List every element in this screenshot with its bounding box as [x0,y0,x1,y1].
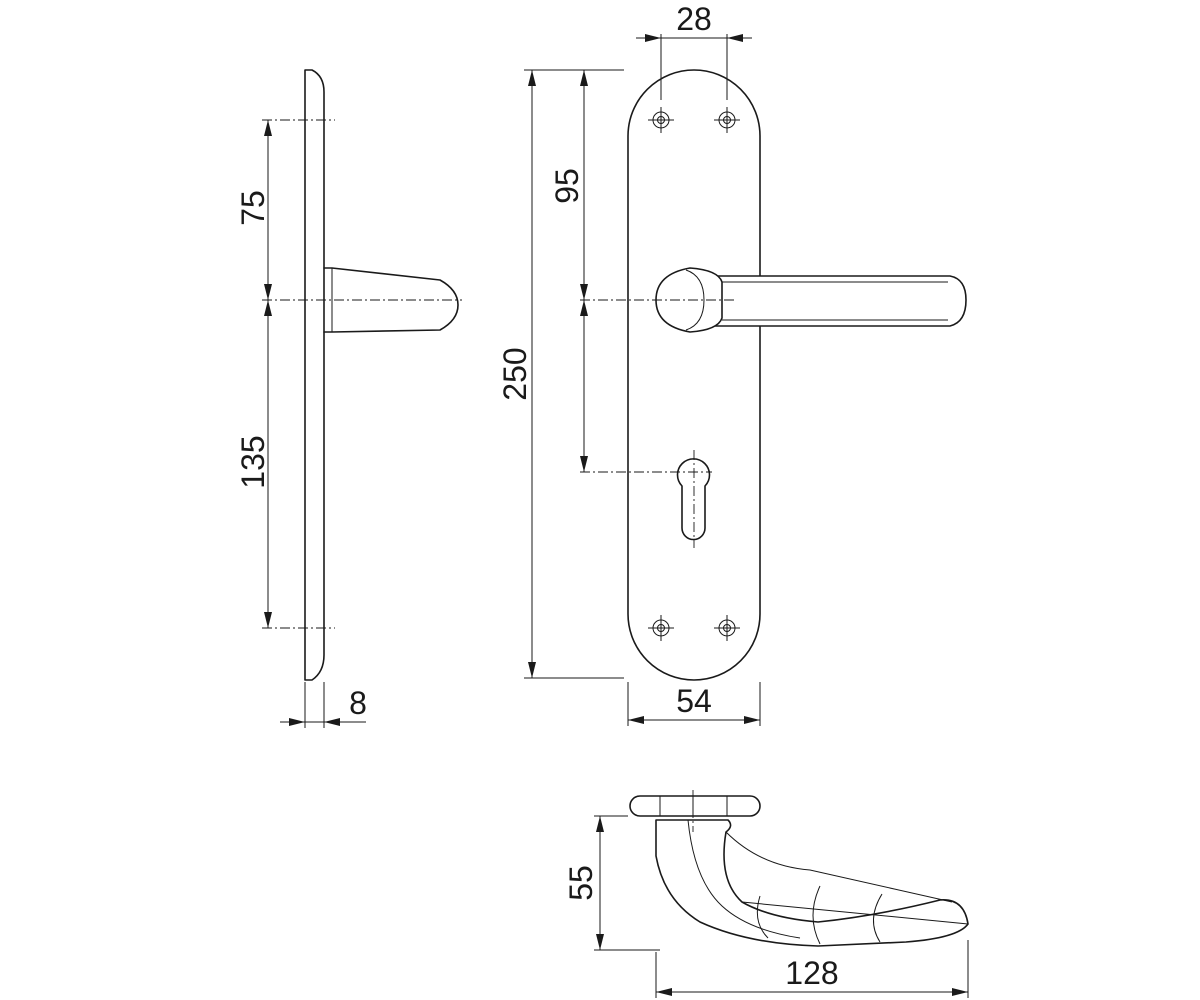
dim-8-label: 8 [349,685,367,721]
screw-hole-icon [648,107,674,133]
dim-128-label: 128 [785,955,838,991]
dim-95: 95 [549,70,588,472]
dim-75-label: 75 [235,190,271,226]
dim-135-label: 135 [235,435,271,488]
side-plate [304,69,325,681]
screw-hole-icon [714,107,740,133]
top-plate-edge [629,795,761,817]
front-lever-handle [655,267,967,333]
front-plate [627,69,761,681]
screw-hole-icon [648,615,674,641]
keyhole [676,458,711,541]
dim-135: 135 [235,300,272,628]
dim-250-label: 250 [497,347,533,400]
dim-128: 128 [655,940,969,998]
dim-28: 28 [636,1,752,100]
top-lever-handle [655,819,969,947]
dim-8: 8 [280,682,367,728]
side-view: 75 135 8 [235,69,462,728]
dim-75: 75 [235,120,272,300]
dim-55: 55 [563,815,660,951]
top-view: 55 128 [563,790,969,998]
screw-hole-icon [714,615,740,641]
side-handle-stub [323,267,459,333]
dim-28-label: 28 [676,1,712,37]
dim-54-label: 54 [676,683,712,719]
front-view: 28 250 95 54 [497,1,967,726]
screw-holes [648,107,740,641]
dim-54: 54 [627,682,761,726]
dim-95-label: 95 [549,168,585,204]
dim-250: 250 [497,69,624,679]
dim-55-label: 55 [563,865,599,901]
